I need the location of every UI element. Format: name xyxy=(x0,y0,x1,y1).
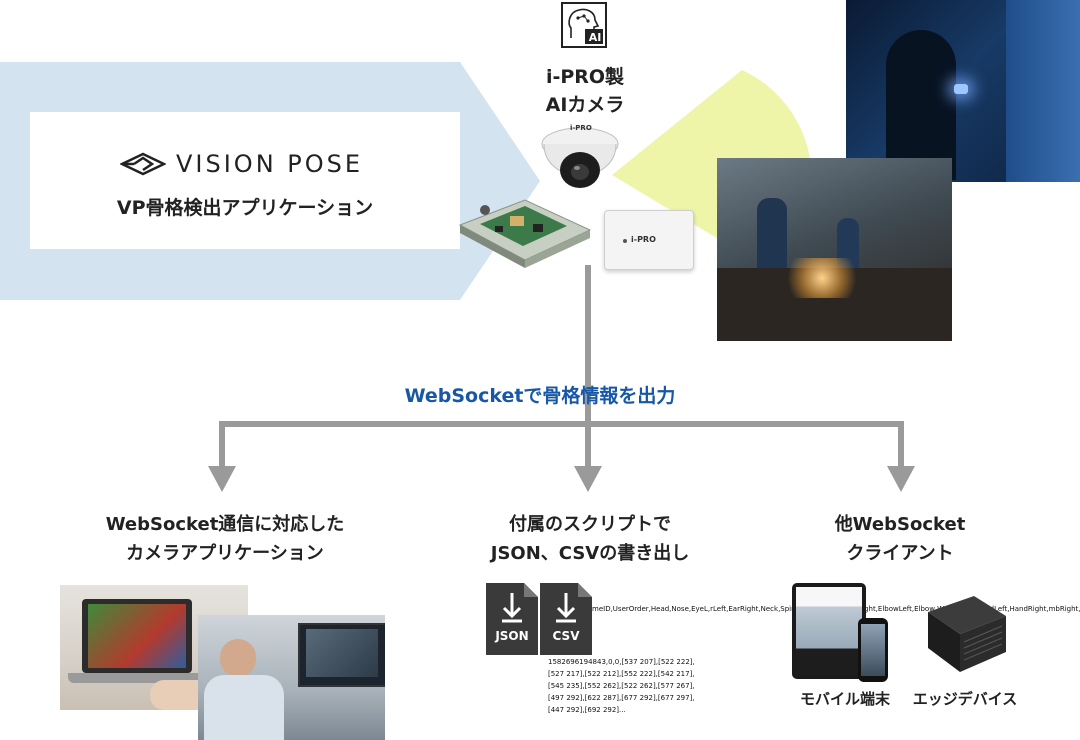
arrowhead-right xyxy=(887,466,915,492)
camera-title-line2: AIカメラ xyxy=(545,94,625,116)
photo-security-operator xyxy=(198,615,385,740)
column-title-other-client-line1: 他WebSocket xyxy=(834,514,966,535)
websocket-output-label: WebSocketで骨格情報を出力 xyxy=(404,385,676,407)
camera-box-unit-image: i-PRO xyxy=(604,210,694,270)
column-title-camera-app-line2: カメラアプリケーション xyxy=(126,543,324,564)
column-title-script-export: 付属のスクリプトで JSON、CSVの書き出し xyxy=(440,510,740,568)
column-title-other-client-line2: クライアント xyxy=(846,543,954,564)
tablet-device-image xyxy=(792,583,866,679)
file-sample-header-text: meID,UserOrder,Head,Nose,EyeL,rLeft,EarR… xyxy=(592,603,1080,615)
csv-icon-label: CSV xyxy=(552,629,580,643)
file-sample-data-text: 1582696194843,0,0,[537 207],[522 222],[5… xyxy=(548,658,695,714)
column-title-camera-app: WebSocket通信に対応した カメラアプリケーション xyxy=(60,510,390,568)
csv-file-icon xyxy=(540,583,592,655)
vp-app-label: VP骨格検出アプリケーション xyxy=(116,197,374,219)
photo-factory-welding xyxy=(717,158,952,341)
ai-head-icon: AI xyxy=(561,2,607,48)
column-title-other-client: 他WebSocket クライアント xyxy=(780,510,1020,568)
box-brand-label: i-PRO xyxy=(631,235,656,244)
column-title-script-export-line1: 付属のスクリプトで xyxy=(509,514,671,535)
smartphone-device-image xyxy=(858,618,888,682)
json-icon-label: JSON xyxy=(495,629,529,643)
box-unit-led-icon xyxy=(623,239,627,243)
pcb-board-image xyxy=(458,199,592,268)
column-title-script-export-line2: JSON、CSVの書き出し xyxy=(490,543,690,564)
vision-pose-logo: VISION POSE xyxy=(120,150,363,178)
camera-title: i-PRO製 AIカメラ xyxy=(520,63,650,119)
column-title-camera-app-line1: WebSocket通信に対応した xyxy=(105,514,345,535)
edge-device-label: エッジデバイス xyxy=(912,690,1018,708)
connector-lines xyxy=(219,265,904,468)
mobile-device-label: モバイル端末 xyxy=(799,690,890,708)
vision-pose-panel xyxy=(30,112,460,249)
ai-badge-text: AI xyxy=(588,31,602,44)
vision-pose-logo-text: VISION POSE xyxy=(176,150,364,178)
dome-camera-image xyxy=(541,127,619,188)
edge-device-image xyxy=(928,596,1006,672)
camera-title-line1: i-PRO製 xyxy=(545,66,625,88)
vision-pose-mark-icon xyxy=(120,152,166,176)
dome-brand-label: i-PRO xyxy=(570,124,592,132)
arrowhead-middle xyxy=(574,466,602,492)
arrowhead-left xyxy=(208,466,236,492)
photo-intruder-door xyxy=(846,0,1080,182)
connector-arrowheads xyxy=(208,466,915,492)
json-file-icon xyxy=(486,583,538,655)
